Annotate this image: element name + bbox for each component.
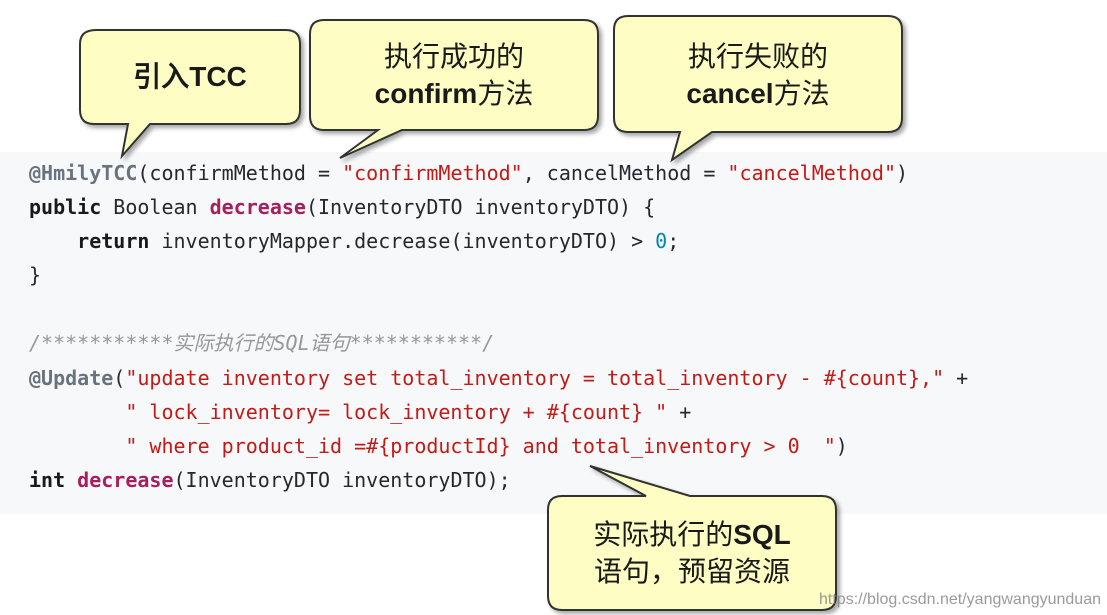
code-token: ( xyxy=(113,366,126,390)
callout-sql-code: SQL xyxy=(733,519,791,550)
code-token: (confirmMethod = xyxy=(137,161,343,185)
closing-brace: } xyxy=(29,263,42,287)
annotation-hmilytcc: @HmilyTCC xyxy=(29,161,138,185)
callout-cancel-bubble xyxy=(613,15,903,163)
code-token: ) xyxy=(835,434,848,458)
code-line-1: @HmilyTCC(confirmMethod = "confirmMethod… xyxy=(29,158,908,188)
code-token: (InventoryDTO inventoryDTO); xyxy=(173,468,511,492)
string-cancel-method: "cancelMethod" xyxy=(727,161,896,185)
code-line-4: } xyxy=(29,260,41,290)
method-name-decrease: decrease xyxy=(209,195,306,219)
code-token: ) xyxy=(895,161,909,185)
sql-string-1: "update inventory set total_inventory = … xyxy=(125,366,945,390)
sql-string-2: " lock_inventory= lock_inventory + #{cou… xyxy=(125,400,668,424)
code-token: + xyxy=(667,400,692,424)
code-token: inventoryMapper.decrease(inventoryDTO) > xyxy=(149,229,656,253)
code-token: (InventoryDTO inventoryDTO) { xyxy=(305,195,656,219)
keyword-return: return xyxy=(77,229,150,253)
watermark: https://blog.csdn.net/yangwangyunduan xyxy=(819,591,1101,608)
callout-confirm-line1: 执行成功的 xyxy=(383,40,524,73)
code-token: + xyxy=(944,366,969,390)
callout-sql-line2: 语句，预留资源 xyxy=(593,555,790,588)
callout-sql-cn: 实际执行的 xyxy=(593,518,734,551)
callout-tcc-bubble xyxy=(79,29,301,160)
code-panel xyxy=(0,152,1107,514)
callout-confirm-bubble xyxy=(309,19,599,159)
code-token: , cancelMethod = xyxy=(522,161,728,185)
code-line-2: public Boolean decrease(InventoryDTO inv… xyxy=(29,192,655,222)
code-line-9: " where product_id =#{productId} and tot… xyxy=(29,431,848,461)
callout-sql-line1: 实际执行的SQL xyxy=(548,516,836,553)
callout-sql: 实际执行的SQL 语句，预留资源 xyxy=(548,516,836,590)
code-line-10: int decrease(InventoryDTO inventoryDTO); xyxy=(29,465,511,495)
callout-cancel: 执行失败的 cancel方法 xyxy=(614,38,902,112)
callout-confirm-line2: confirm方法 xyxy=(310,75,598,112)
annotation-update: @Update xyxy=(29,366,114,390)
code-line-7: @Update("update inventory set total_inve… xyxy=(29,363,968,393)
code-comment: /***********实际执行的SQL语句***********/ xyxy=(29,331,495,355)
code-line-8: " lock_inventory= lock_inventory + #{cou… xyxy=(29,397,691,427)
method-name-decrease: decrease xyxy=(77,468,174,492)
code-line-6: /***********实际执行的SQL语句***********/ xyxy=(29,328,494,358)
code-line-3: return inventoryMapper.decrease(inventor… xyxy=(29,226,679,256)
code-token: ; xyxy=(667,229,680,253)
callout-confirm-rest: 方法 xyxy=(477,77,534,110)
sql-string-3: " where product_id =#{productId} and tot… xyxy=(125,434,836,458)
callout-cancel-code: cancel xyxy=(686,78,774,109)
callout-sql-bubble xyxy=(547,465,837,611)
number-literal: 0 xyxy=(655,229,668,253)
callout-confirm-code: confirm xyxy=(374,78,478,109)
callout-cancel-rest: 方法 xyxy=(773,77,830,110)
keyword-public: public xyxy=(29,195,102,219)
keyword-int: int xyxy=(29,468,66,492)
callout-tcc-label: 引入TCC xyxy=(133,61,247,92)
string-confirm-method: "confirmMethod" xyxy=(342,161,523,185)
callout-tcc: 引入TCC xyxy=(80,58,300,95)
callout-cancel-line2: cancel方法 xyxy=(614,75,902,112)
callout-cancel-line1: 执行失败的 xyxy=(687,40,828,73)
code-token: Boolean xyxy=(101,195,210,219)
callout-confirm: 执行成功的 confirm方法 xyxy=(310,38,598,112)
